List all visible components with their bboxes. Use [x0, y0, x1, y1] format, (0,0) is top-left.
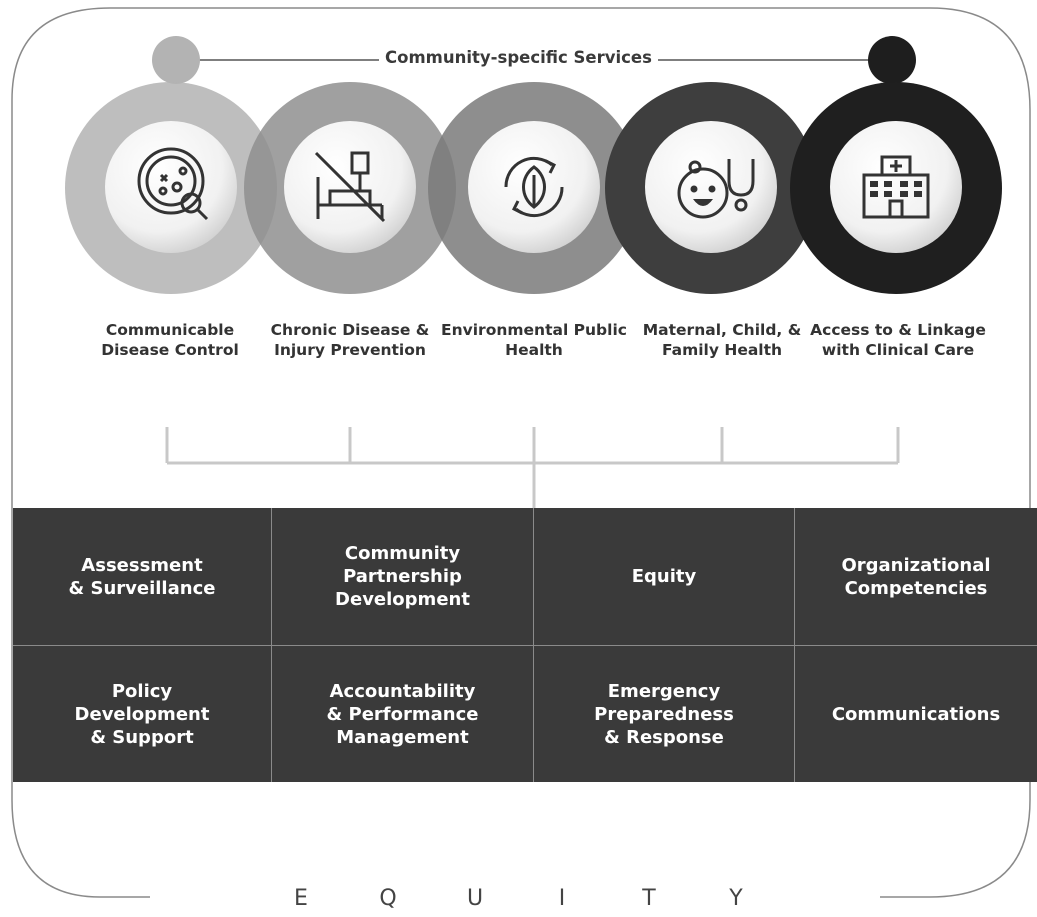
- capability-cell: Assessment & Surveillance: [13, 508, 272, 646]
- service-label-maternal: Maternal, Child, & Family Health: [642, 321, 802, 359]
- service-label-clinical-care: Access to & Linkage with Clinical Care: [810, 321, 986, 359]
- petri-dish-icon: [105, 121, 237, 253]
- service-label-environmental: Environmental Public Health: [441, 321, 627, 359]
- capability-cell: Accountability & Performance Management: [272, 646, 534, 782]
- header-dot-left: [152, 36, 200, 84]
- header-dot-right: [868, 36, 916, 84]
- connector-bracket: [165, 427, 900, 508]
- equity-letter: Q: [344, 886, 432, 911]
- header-title: Community-specific Services: [0, 48, 1037, 67]
- capability-cell: Equity: [534, 508, 795, 646]
- capability-cell: Community Partnership Development: [272, 508, 534, 646]
- outer-border: [11, 7, 1031, 898]
- capability-cell: Organizational Competencies: [795, 508, 1037, 646]
- leaf-cycle-icon: [468, 121, 600, 253]
- hospital-building-icon: [830, 121, 962, 253]
- service-icons: [0, 0, 1037, 320]
- capability-cell: Policy Development & Support: [13, 646, 272, 782]
- baby-stethoscope-icon: [645, 121, 777, 253]
- capability-cell: Emergency Preparedness & Response: [534, 646, 795, 782]
- hospital-bed-crossed-icon: [284, 121, 416, 253]
- equity-letter: E: [257, 886, 345, 911]
- equity-letter: I: [518, 886, 606, 911]
- capability-cell: Communications: [795, 646, 1037, 782]
- equity-letter: Y: [692, 886, 780, 911]
- service-label-chronic: Chronic Disease & Injury Prevention: [270, 321, 430, 359]
- capabilities-grid: Assessment & Surveillance Community Part…: [13, 508, 1037, 782]
- equity-letter: T: [605, 886, 693, 911]
- equity-letter: U: [431, 886, 519, 911]
- service-label-communicable: Communicable Disease Control: [101, 321, 239, 359]
